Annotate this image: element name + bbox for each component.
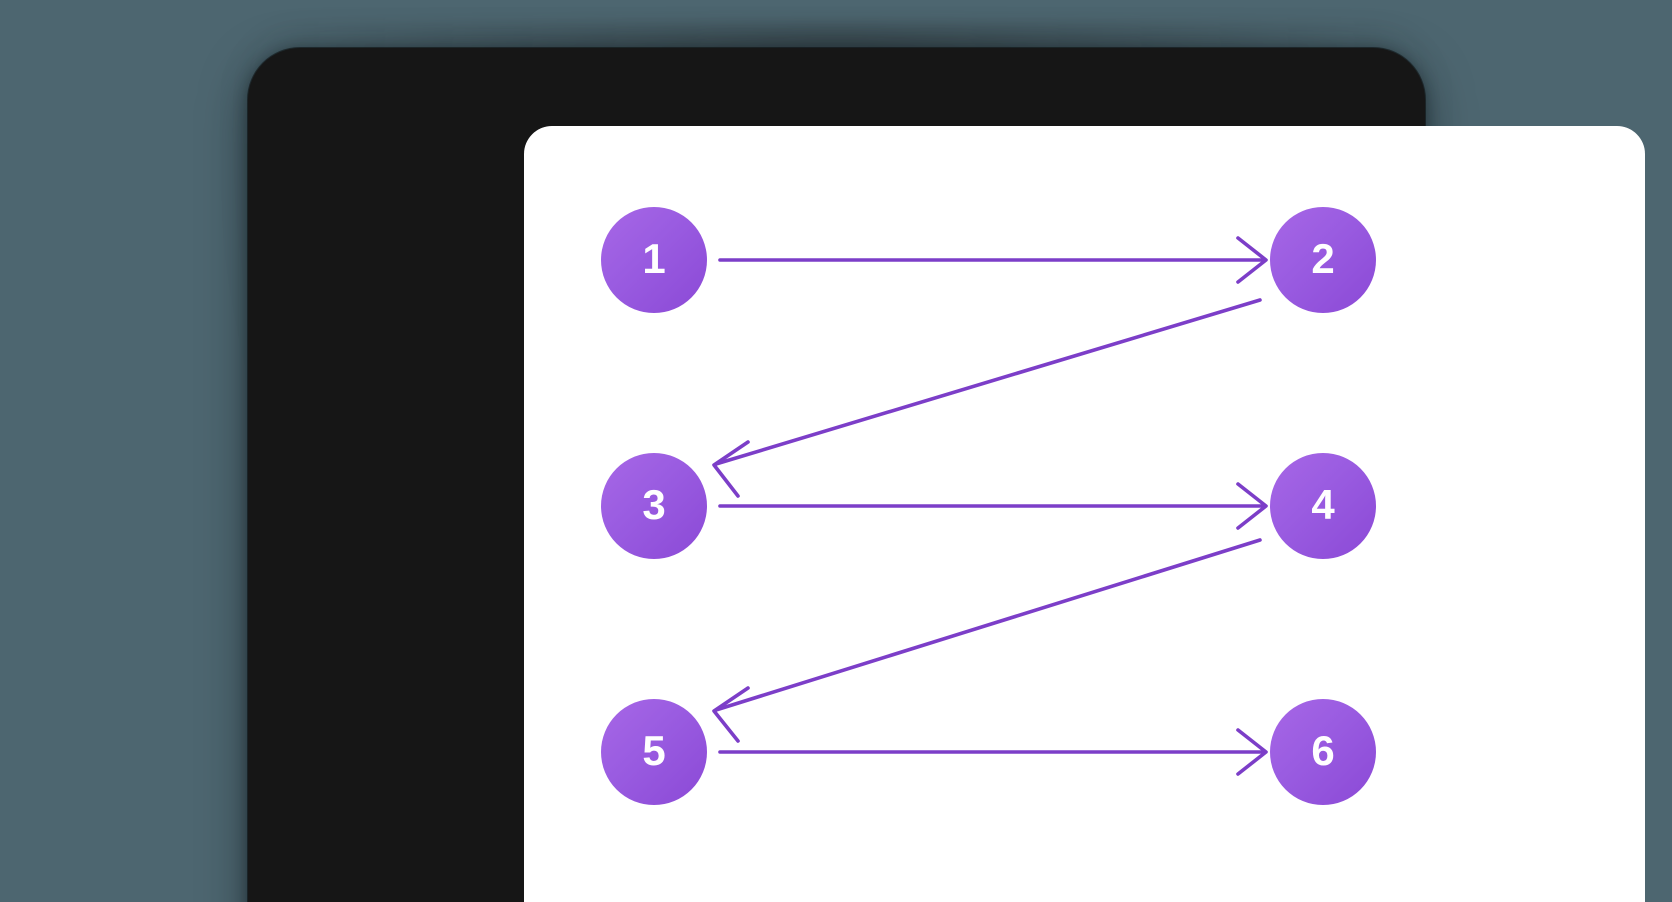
arrowhead-left-icon — [712, 440, 750, 498]
node-label: 5 — [642, 727, 666, 774]
node-label: 6 — [1311, 727, 1335, 774]
edge-line — [714, 538, 1262, 712]
edge-5-to-6 — [718, 728, 1268, 776]
diagram-node-5[interactable]: 5 — [601, 699, 707, 805]
arrowhead-left-icon — [712, 686, 750, 743]
edge-3-to-4 — [718, 482, 1268, 530]
device-frame: 1 2 3 4 5 6 — [248, 48, 1645, 902]
arrowhead-right-icon — [1236, 236, 1268, 284]
diagram-node-1[interactable]: 1 — [601, 207, 707, 313]
edge-4-to-5 — [712, 538, 1262, 743]
node-label: 2 — [1311, 235, 1335, 282]
diagram-node-6[interactable]: 6 — [1270, 699, 1376, 805]
edge-2-to-3 — [712, 298, 1262, 498]
arrowhead-right-icon — [1236, 482, 1268, 530]
node-label: 1 — [642, 235, 666, 282]
edge-layer — [712, 236, 1268, 776]
node-label: 3 — [642, 481, 666, 528]
diagram-node-4[interactable]: 4 — [1270, 453, 1376, 559]
diagram-node-2[interactable]: 2 — [1270, 207, 1376, 313]
diagram-node-3[interactable]: 3 — [601, 453, 707, 559]
edge-line — [714, 298, 1262, 466]
diagram-canvas: 1 2 3 4 5 6 — [524, 126, 1645, 902]
node-label: 4 — [1311, 481, 1335, 528]
arrowhead-right-icon — [1236, 728, 1268, 776]
edge-1-to-2 — [718, 236, 1268, 284]
device-screen: 1 2 3 4 5 6 — [524, 126, 1645, 902]
